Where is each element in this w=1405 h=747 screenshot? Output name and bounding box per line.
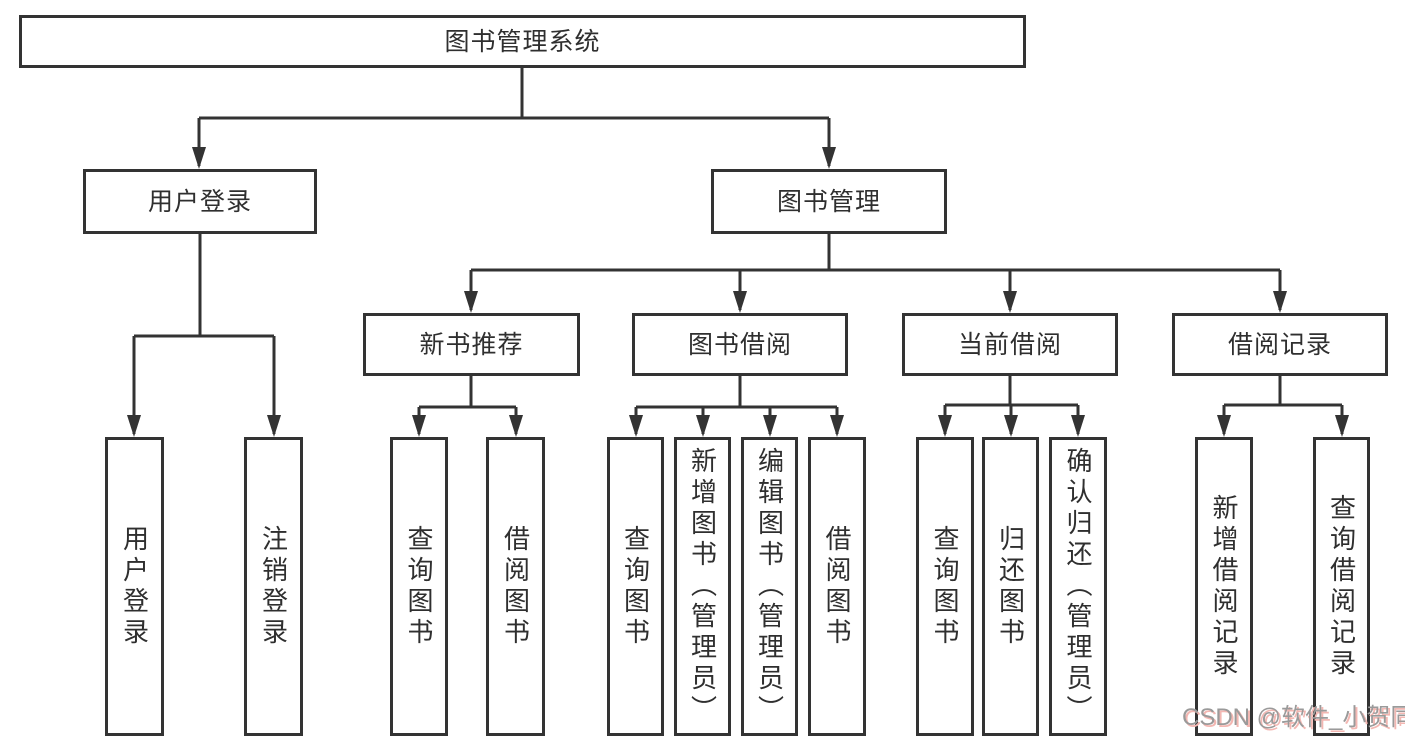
arrow-icon	[1273, 291, 1287, 313]
leaf-logout-login-label: 注销登录	[258, 524, 289, 649]
leaf-query-borrow-record-label: 查询借阅记录	[1326, 493, 1357, 680]
connector-user-login-children	[132, 234, 276, 434]
node-root-label: 图书管理系统	[444, 27, 601, 56]
connector-book-management-groups	[469, 234, 1282, 310]
csdn-watermark: CSDN @软件_小贺同学	[1182, 704, 1405, 731]
leaf-return-books-label: 归还图书	[995, 524, 1026, 649]
arrow-icon	[830, 415, 844, 437]
arrow-icon	[464, 291, 478, 313]
node-borrow-records: 借阅记录	[1172, 313, 1388, 376]
leaf-confirm-return-admin: 确认归还（管理员）	[1049, 437, 1107, 736]
leaf-borrow-books-label: 借阅图书	[822, 524, 852, 649]
leaf-query-books-borrow-label: 查询图书	[620, 524, 651, 649]
leaf-edit-books-admin: 编辑图书（管理员）	[741, 437, 798, 736]
node-current-borrow: 当前借阅	[902, 313, 1118, 376]
node-current-borrow-label: 当前借阅	[957, 330, 1062, 359]
leaf-query-books-recommend: 查询图书	[390, 437, 448, 736]
arrow-icon	[1003, 291, 1017, 313]
leaf-return-books: 归还图书	[982, 437, 1039, 736]
node-book-borrow-label: 图书借阅	[687, 330, 792, 359]
arrow-icon	[127, 415, 141, 437]
leaf-query-books-current: 查询图书	[916, 437, 974, 736]
leaf-borrow-books: 借阅图书	[808, 437, 866, 736]
connector-root-to-level2	[197, 68, 831, 166]
leaf-user-login: 用户登录	[105, 437, 164, 736]
node-user-login: 用户登录	[83, 169, 317, 234]
arrow-icon	[1335, 415, 1349, 437]
arrow-icon	[822, 147, 836, 169]
leaf-logout-login: 注销登录	[244, 437, 303, 736]
node-root: 图书管理系统	[19, 15, 1026, 68]
node-book-management-label: 图书管理	[776, 187, 881, 216]
arrow-icon	[412, 415, 426, 437]
arrow-icon	[763, 415, 777, 437]
leaf-borrow-books-recommend: 借阅图书	[486, 437, 545, 736]
arrow-icon	[267, 415, 281, 437]
leaf-add-books-admin-label: 新增图书（管理员）	[687, 447, 718, 726]
leaf-query-books-recommend-label: 查询图书	[404, 524, 434, 649]
connector-borrow-records-children	[1222, 376, 1344, 434]
leaf-query-books-borrow: 查询图书	[607, 437, 664, 736]
leaf-add-borrow-record-label: 新增借阅记录	[1209, 493, 1239, 680]
node-new-book-recommend-label: 新书推荐	[419, 330, 524, 359]
leaf-edit-books-admin-label: 编辑图书（管理员）	[754, 447, 785, 726]
leaf-confirm-return-admin-label: 确认归还（管理员）	[1063, 447, 1093, 726]
arrow-icon	[733, 291, 747, 313]
arrow-icon	[938, 415, 952, 437]
node-new-book-recommend: 新书推荐	[363, 313, 580, 376]
leaf-user-login-label: 用户登录	[119, 524, 150, 649]
arrow-icon	[1071, 415, 1085, 437]
leaf-query-books-current-label: 查询图书	[930, 524, 960, 649]
leaf-borrow-books-recommend-label: 借阅图书	[500, 524, 531, 649]
connector-new-book-children	[417, 376, 518, 434]
arrow-icon	[1217, 415, 1231, 437]
arrow-icon	[629, 415, 643, 437]
node-book-borrow: 图书借阅	[632, 313, 848, 376]
arrowheads	[127, 147, 1349, 437]
leaf-add-borrow-record: 新增借阅记录	[1195, 437, 1253, 736]
arrow-icon	[1004, 415, 1018, 437]
node-user-login-label: 用户登录	[147, 187, 252, 216]
leaf-query-borrow-record: 查询借阅记录	[1313, 437, 1370, 736]
node-book-management: 图书管理	[711, 169, 947, 234]
leaf-add-books-admin: 新增图书（管理员）	[674, 437, 731, 736]
connector-book-borrow-children	[634, 376, 839, 434]
arrow-icon	[192, 147, 206, 169]
arrow-icon	[696, 415, 710, 437]
arrow-icon	[509, 415, 523, 437]
node-borrow-records-label: 借阅记录	[1227, 330, 1332, 359]
